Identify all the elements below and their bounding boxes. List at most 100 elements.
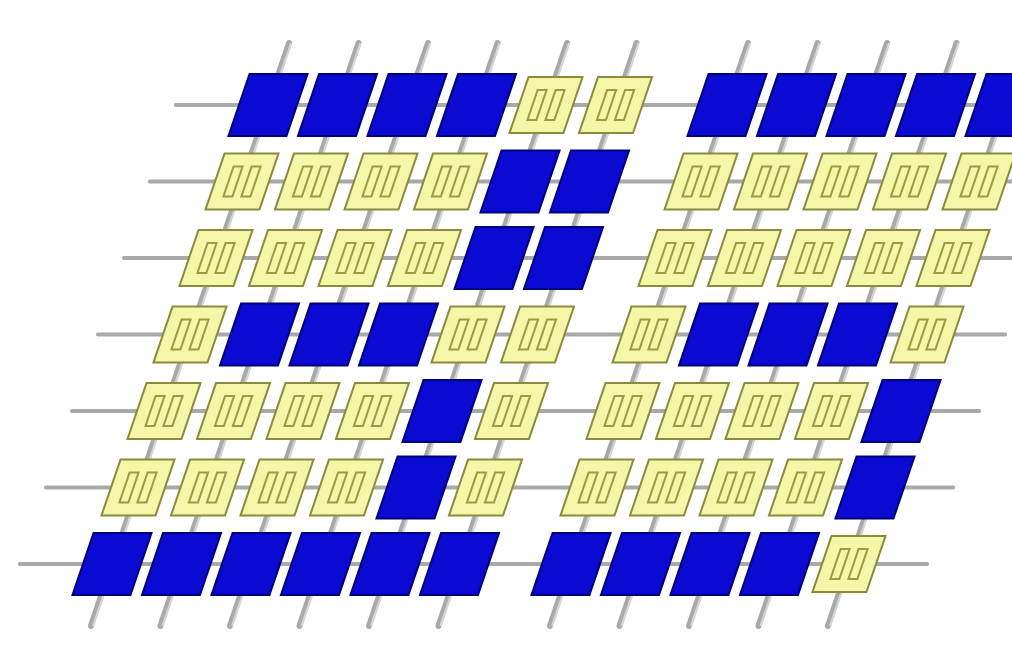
cell-off [724, 382, 800, 440]
cell-off-mark [465, 471, 488, 504]
cell-off [386, 229, 463, 287]
cell-off-mark [448, 318, 470, 351]
cell-off-mark [422, 242, 445, 274]
cell-off-body [204, 152, 280, 211]
cell-off-mark [577, 471, 599, 504]
cell-off-body [611, 305, 687, 364]
cell-off-mark [291, 165, 314, 198]
cell-off [802, 152, 878, 211]
cell-on [738, 532, 821, 596]
cell-off-body [499, 305, 576, 364]
cell-off-body [100, 458, 176, 517]
cell-off-body [767, 458, 844, 517]
cell-off [265, 382, 341, 440]
cell-off-mark [881, 242, 904, 274]
cell-off [767, 458, 844, 517]
cell-off [152, 305, 228, 364]
cell-on [825, 73, 907, 137]
cell-off [577, 76, 654, 134]
cell-off-body [628, 458, 705, 517]
cell-off-mark [672, 395, 695, 427]
cell-off-mark [335, 242, 357, 274]
cell-on [349, 532, 431, 596]
cell-on [279, 532, 362, 596]
cell-off-body [265, 382, 341, 440]
cell-off-body [126, 382, 202, 440]
cell-off-mark [959, 165, 981, 198]
cell-on [375, 455, 457, 520]
cell-off [732, 152, 809, 211]
cell-off-mark [404, 242, 427, 274]
cell-off-mark [742, 242, 765, 274]
cell-off-mark [240, 165, 262, 198]
cell-off-body [447, 458, 524, 517]
cell-off-mark [847, 548, 869, 580]
cell-off [195, 382, 272, 440]
cell-off-mark [517, 318, 540, 351]
cell-off-mark [760, 395, 782, 427]
cell-on [669, 532, 751, 596]
cell-off-mark [863, 242, 886, 274]
cell-off-body [273, 152, 350, 211]
cell-on [296, 73, 379, 137]
cell-off-mark [811, 395, 834, 427]
cell-off [776, 229, 852, 287]
cell-on [548, 149, 631, 214]
cell-off-mark [681, 165, 703, 198]
cell-off-body [559, 458, 635, 517]
cell-off-mark [491, 395, 514, 427]
cell-off [811, 535, 887, 593]
cell-off-body [247, 229, 324, 287]
cell-off-mark [188, 318, 210, 351]
cell-off [889, 305, 965, 364]
cell-on [834, 455, 916, 520]
cell-off-body [195, 382, 272, 440]
cell-off-body [334, 382, 411, 440]
cell-off-mark [265, 242, 288, 274]
cell-off-body [386, 229, 463, 287]
cell-on [677, 302, 760, 367]
cell-off-mark [196, 242, 218, 274]
cell-off-mark [205, 471, 228, 504]
cell-off-mark [326, 471, 349, 504]
cell-off-body [654, 382, 731, 440]
cell-on [816, 302, 899, 367]
cell-on [218, 302, 301, 367]
cell-off-body [802, 152, 878, 211]
cell-off-mark [803, 471, 826, 504]
cell-off-mark [664, 471, 687, 504]
cell-off-mark [136, 471, 158, 504]
cell-off-body [430, 305, 506, 364]
cell-off-mark [673, 242, 695, 274]
cell-off-body [508, 76, 584, 134]
cell-on [401, 379, 483, 443]
cell-off [334, 382, 411, 440]
cell-off-mark [222, 165, 244, 198]
cell-off-mark [629, 318, 651, 351]
cell-off-body [663, 152, 739, 211]
cell-off-body [169, 458, 246, 517]
cell-on [227, 73, 309, 137]
cell-off-body [845, 229, 922, 287]
cell-off [412, 152, 489, 211]
cell-off-body [915, 229, 991, 287]
cell-off-body [585, 382, 661, 440]
cell-off [499, 305, 576, 364]
cell-off-mark [170, 318, 192, 351]
cell-off-mark [301, 395, 323, 427]
cell-off [100, 458, 176, 517]
cell-off-body [706, 229, 783, 287]
cell-off-mark [646, 471, 669, 504]
cell-off-body [811, 535, 887, 593]
cell-on [71, 532, 153, 596]
cell-on [530, 532, 612, 596]
cell-on [599, 532, 682, 596]
memory-cells [71, 73, 1012, 596]
cell-off [793, 382, 870, 440]
cell-on [755, 73, 838, 137]
cell-off [247, 229, 324, 287]
cell-off-mark [187, 471, 210, 504]
cell-off-body [698, 458, 774, 517]
cell-off [698, 458, 774, 517]
cell-on [747, 302, 829, 367]
